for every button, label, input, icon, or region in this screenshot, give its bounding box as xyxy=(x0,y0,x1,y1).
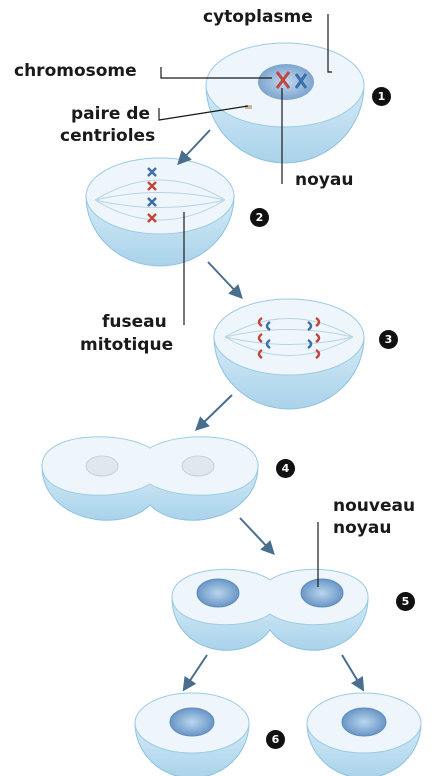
arrow-5-6-right xyxy=(342,655,362,688)
new-nucleus xyxy=(301,579,343,607)
arrow-3-4 xyxy=(198,395,232,428)
step-badge-3: 3 xyxy=(379,330,398,349)
centriole-pair xyxy=(245,105,252,109)
label-chromosome: chromosome xyxy=(14,61,137,81)
cell-step-6-right xyxy=(307,693,421,776)
cell-step-3 xyxy=(214,299,364,409)
cell-step-1 xyxy=(206,43,364,163)
cell-step-6-left xyxy=(135,693,249,776)
cell-step-4 xyxy=(42,437,258,520)
cell-step-5 xyxy=(172,569,368,650)
label-fuseau: fuseau xyxy=(102,312,167,332)
arrow-4-5 xyxy=(240,518,272,552)
arrow-1-2 xyxy=(180,130,210,162)
arrow-2-3 xyxy=(208,262,240,296)
label-mitotique: mitotique xyxy=(80,335,173,355)
step-badge-5: 5 xyxy=(396,592,415,611)
label-nouveau: nouveau xyxy=(333,496,415,516)
label-cytoplasme: cytoplasme xyxy=(203,7,313,27)
step-badge-1: 1 xyxy=(372,87,391,106)
cell-step-2 xyxy=(86,158,234,266)
label-centrioles: centrioles xyxy=(60,126,155,146)
label-paire-de: paire de xyxy=(71,104,150,124)
arrow-5-6-left xyxy=(185,655,207,688)
step-badge-4: 4 xyxy=(276,459,295,478)
step-badge-6: 6 xyxy=(266,730,285,749)
label-noyau: noyau xyxy=(295,170,353,190)
step-badge-2: 2 xyxy=(250,208,269,227)
label-noyau-new: noyau xyxy=(333,518,391,538)
